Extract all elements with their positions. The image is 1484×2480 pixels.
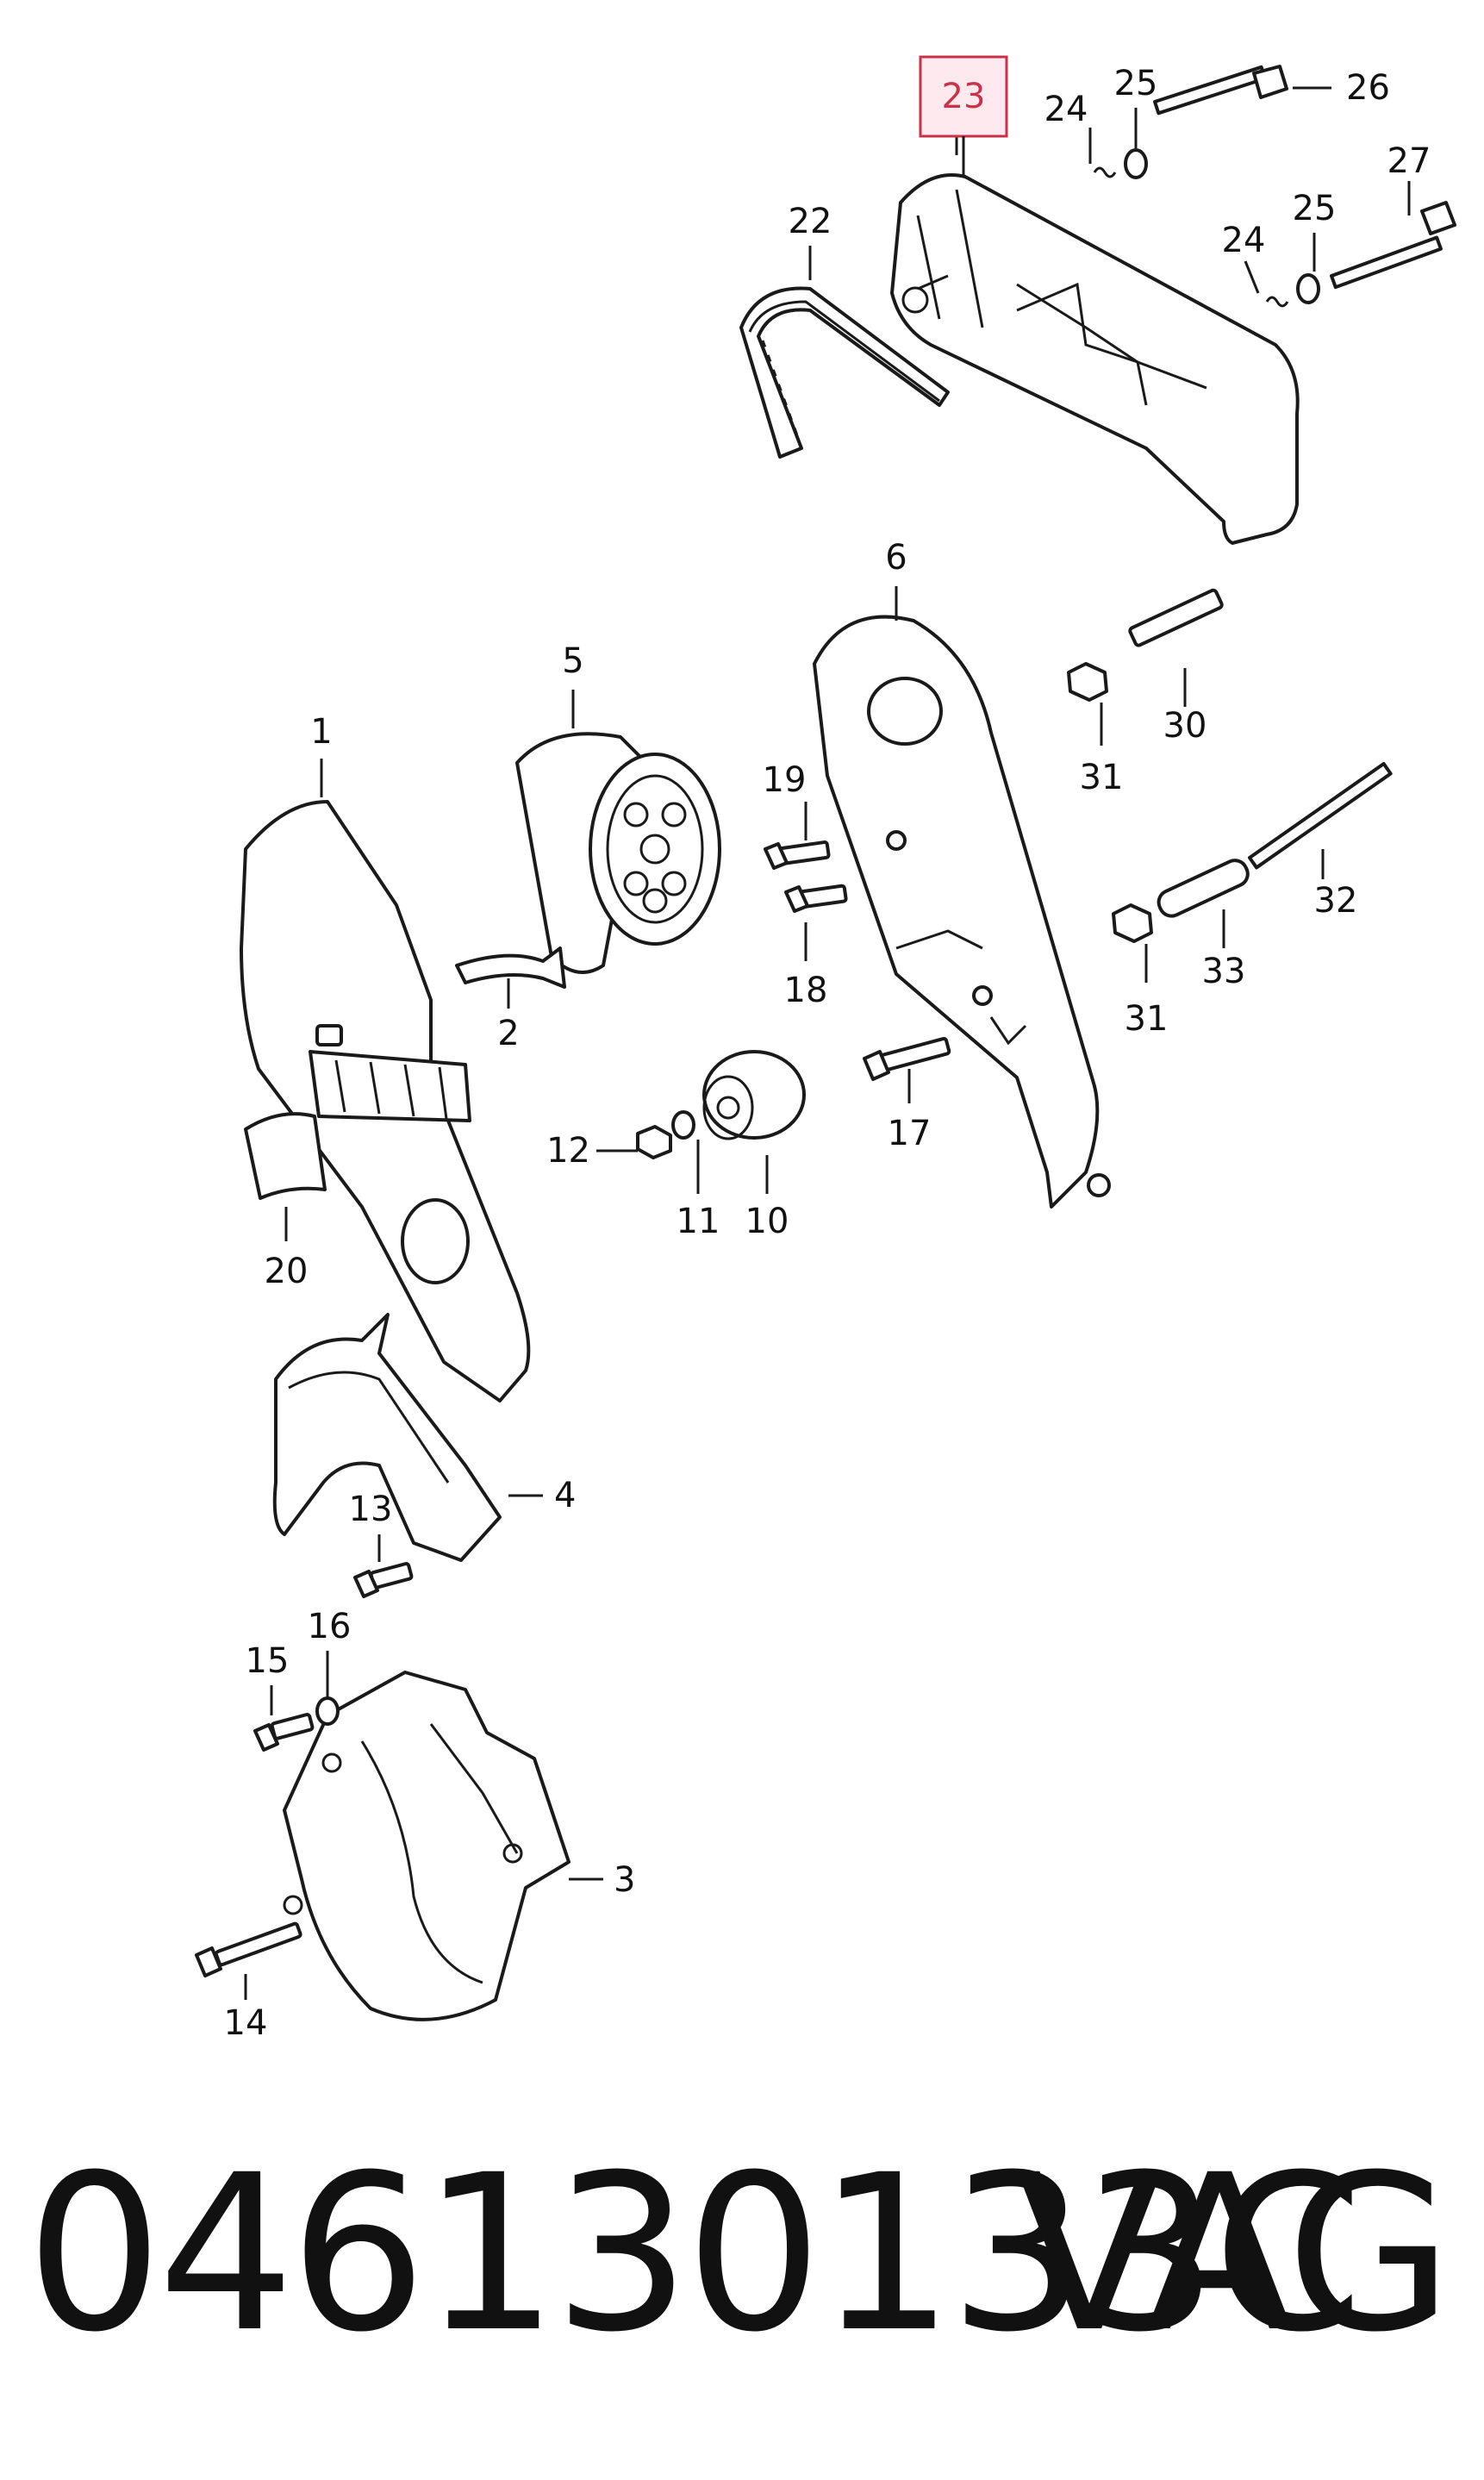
callout-30: 30 (1163, 706, 1207, 746)
callout-25b: 25 (1293, 189, 1337, 228)
bolt-part-17[interactable] (863, 1036, 951, 1081)
bolt-part-13[interactable] (353, 1562, 414, 1598)
callout-33: 33 (1202, 952, 1246, 991)
stud-part-30[interactable] (1128, 588, 1224, 647)
callout-15: 15 (246, 1641, 290, 1681)
exploded-parts-diagram: 1 2 3 4 5 6 10 11 12 13 14 15 16 17 18 1… (195, 55, 1456, 2043)
washer-part-16[interactable] (315, 1696, 340, 1726)
callout-24a: 24 (1044, 90, 1088, 129)
bolt-part-27[interactable] (1329, 201, 1456, 290)
part-number: 046130133C (26, 2128, 1363, 2379)
callout-16: 16 (308, 1607, 352, 1646)
nut-part-31a[interactable] (1067, 662, 1108, 702)
highlight-box-23 (919, 55, 1008, 138)
callout-5: 5 (562, 641, 583, 681)
clip-part-24b[interactable] (1265, 296, 1289, 308)
tensioner-part-10[interactable] (702, 1050, 806, 1140)
timing-belt-part-22[interactable] (739, 286, 950, 459)
bolt-part-19[interactable] (764, 840, 831, 870)
callout-13: 13 (349, 1490, 393, 1529)
lower-cover-part-4[interactable] (272, 1313, 502, 1562)
callout-20: 20 (265, 1252, 309, 1291)
nut-part-12[interactable] (636, 1125, 672, 1159)
shield-part-20[interactable] (244, 1112, 327, 1200)
bolt-part-14[interactable] (195, 1921, 302, 1977)
callout-31b: 31 (1125, 999, 1169, 1039)
washer-part-25b[interactable] (1296, 273, 1320, 304)
clip-part-24a[interactable] (1093, 166, 1117, 178)
callout-32: 32 (1314, 881, 1358, 921)
callout-11: 11 (677, 1202, 720, 1241)
callout-labels: 1 2 3 4 5 6 10 11 12 13 14 15 16 17 18 1… (224, 64, 1431, 2043)
callout-24b: 24 (1222, 221, 1266, 260)
upper-cover-part-23[interactable] (890, 173, 1300, 545)
nut-part-31b[interactable] (1112, 903, 1153, 943)
lower-plate-part-3[interactable] (283, 1671, 571, 2021)
callout-26: 26 (1346, 68, 1390, 108)
callout-6: 6 (885, 538, 907, 578)
bolt-part-26[interactable] (1152, 65, 1288, 116)
callout-23: 23 (942, 77, 986, 116)
callout-12: 12 (546, 1131, 590, 1171)
stud-part-32[interactable] (1248, 762, 1393, 870)
washer-part-25a[interactable] (1124, 148, 1148, 179)
callout-10: 10 (745, 1202, 789, 1241)
callout-25a: 25 (1114, 64, 1158, 103)
callout-1: 1 (310, 712, 332, 752)
bolt-part-18[interactable] (784, 884, 848, 913)
callout-27: 27 (1387, 141, 1431, 181)
brand-name: VAG (1015, 2128, 1453, 2379)
bolt-part-15[interactable] (253, 1713, 315, 1752)
callout-14: 14 (224, 2003, 268, 2043)
sprocket-part-5[interactable] (515, 732, 721, 974)
rear-cover-part-6[interactable] (813, 615, 1111, 1209)
clip-part-2[interactable] (455, 946, 566, 989)
callout-22: 22 (789, 202, 832, 241)
callout-4: 4 (554, 1476, 576, 1515)
callout-17: 17 (888, 1114, 932, 1153)
callout-2: 2 (497, 1014, 519, 1053)
sleeve-part-33[interactable] (1155, 857, 1251, 921)
callout-18: 18 (784, 971, 828, 1010)
front-cover-part-1[interactable] (240, 800, 531, 1402)
washer-part-11[interactable] (671, 1110, 695, 1140)
callout-19: 19 (763, 760, 807, 800)
callout-3: 3 (614, 1860, 635, 1900)
callout-31a: 31 (1080, 758, 1124, 797)
